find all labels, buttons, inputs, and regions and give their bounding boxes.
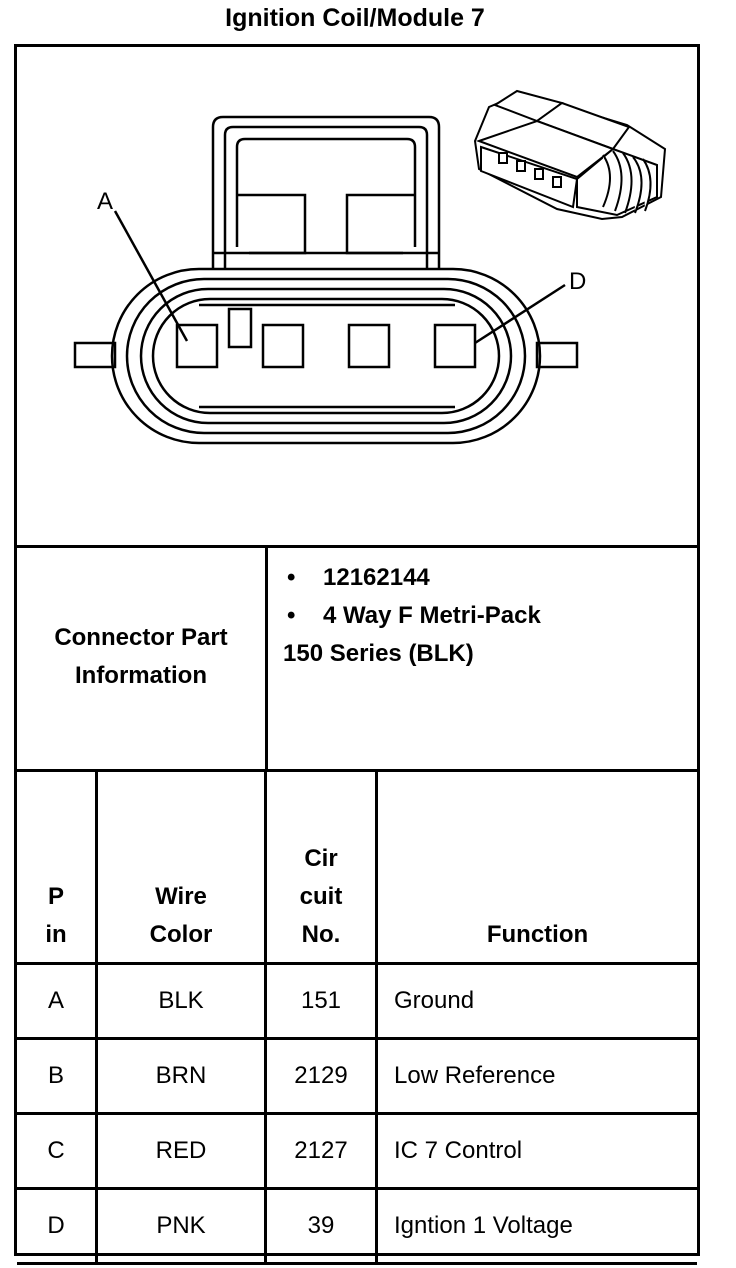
cell-function: Igntion 1 Voltage — [376, 1188, 697, 1265]
part-number: 12162144 — [323, 564, 430, 591]
connector-diagram: A D — [17, 47, 697, 548]
connector-type: 4 Way F Metri-Pack — [323, 602, 541, 629]
pin-table: P in Wire Color Cir cuit No. Function A … — [17, 772, 697, 1265]
cell-circuit: 2127 — [265, 1113, 378, 1190]
cell-function: Low Reference — [376, 1038, 697, 1115]
header-circuit: Cir cuit No. — [265, 772, 378, 965]
connector-3d-drawing — [473, 89, 667, 221]
header-pin: P in — [17, 772, 98, 965]
connector-face-drawing: A D — [73, 89, 667, 445]
pin-label-a: A — [97, 188, 113, 215]
cell-function: IC 7 Control — [376, 1113, 697, 1190]
cell-pin: C — [17, 1113, 98, 1190]
cell-circuit: 39 — [265, 1188, 378, 1265]
cell-function: Ground — [376, 963, 697, 1040]
cell-circuit: 151 — [265, 963, 378, 1040]
connector-info-label-line: Connector Part — [54, 624, 228, 651]
cell-wire-color: BRN — [96, 1038, 267, 1115]
cell-wire-color: PNK — [96, 1188, 267, 1265]
page-title: Ignition Coil/Module 7 — [225, 4, 485, 32]
list-item: • 4 Way F Metri-Pack — [283, 597, 541, 635]
cell-wire-color: BLK — [96, 963, 267, 1040]
connector-sheet: A D C — [14, 44, 700, 1265]
cell-circuit: 2129 — [265, 1038, 378, 1115]
table-row: D PNK 39 Igntion 1 Voltage — [17, 1188, 697, 1265]
table-row: B BRN 2129 Low Reference — [17, 1038, 697, 1115]
cell-pin: D — [17, 1188, 98, 1265]
connector-part-info: Connector Part Information • 12162144 • … — [17, 545, 697, 772]
connector-series: 150 Series (BLK) — [283, 640, 474, 667]
cell-wire-color: RED — [96, 1113, 267, 1190]
pin-label-d: D — [569, 268, 586, 295]
header-wire-color: Wire Color — [96, 772, 267, 965]
connector-info-label: Connector Part Information — [17, 545, 268, 769]
list-item: • 12162144 — [283, 559, 541, 597]
connector-info-label-line: Information — [74, 662, 207, 689]
table-row: A BLK 151 Ground — [17, 963, 697, 1040]
table-row: C RED 2127 IC 7 Control — [17, 1113, 697, 1190]
cell-pin: A — [17, 963, 98, 1040]
header-function: Function — [376, 772, 697, 965]
bullet-icon: • — [287, 564, 296, 591]
table-header-row: P in Wire Color Cir cuit No. Function — [17, 772, 697, 965]
bullet-icon: • — [287, 602, 296, 629]
cell-pin: B — [17, 1038, 98, 1115]
connector-info-list: • 12162144 • 4 Way F Metri-Pack 150 Seri… — [283, 559, 541, 673]
